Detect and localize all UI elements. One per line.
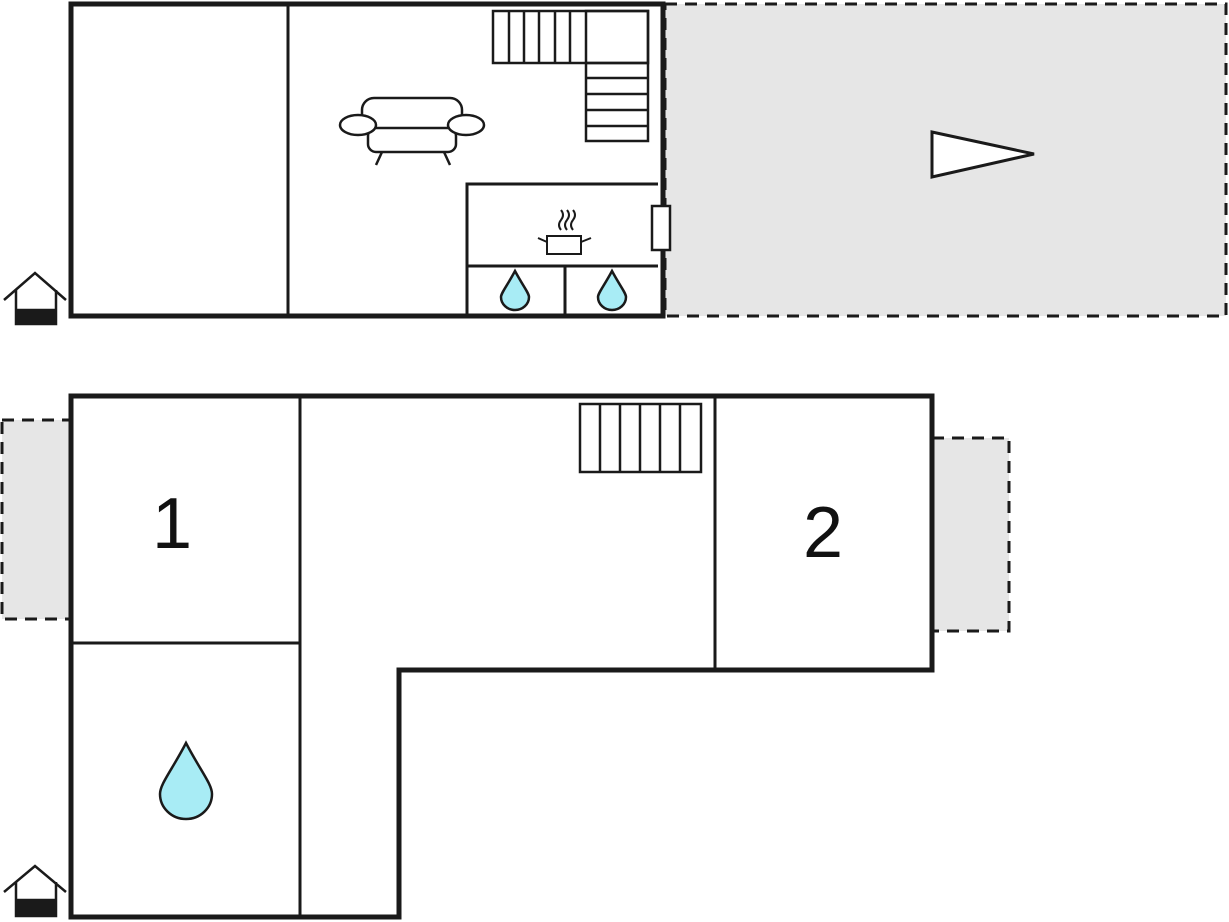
- sofa-icon: [338, 96, 486, 166]
- upper-floor: [3, 1, 1228, 326]
- kitchen-wall: [465, 182, 658, 316]
- house-entrance-icon: [3, 864, 67, 918]
- lower-terrace-left: [0, 418, 72, 621]
- house-entrance-icon: [3, 271, 67, 326]
- bedroom-1-label: 1: [152, 484, 192, 564]
- cooking-pot-icon: [537, 209, 592, 255]
- lower-floor-outline: [68, 393, 935, 920]
- upper-floor-outline: [68, 1, 666, 319]
- direction-arrow-icon: [930, 130, 1035, 179]
- terrace-door: [650, 204, 672, 252]
- water-drop-icon: [499, 268, 531, 312]
- lower-terrace-right: [930, 436, 1011, 633]
- lower-staircase: [578, 402, 703, 474]
- bedroom-2-label: 2: [803, 493, 843, 573]
- lower-floor: 1 2: [0, 393, 1011, 920]
- water-drop-icon: [596, 268, 628, 312]
- water-drop-icon: [158, 740, 214, 821]
- upper-staircase: [491, 9, 650, 143]
